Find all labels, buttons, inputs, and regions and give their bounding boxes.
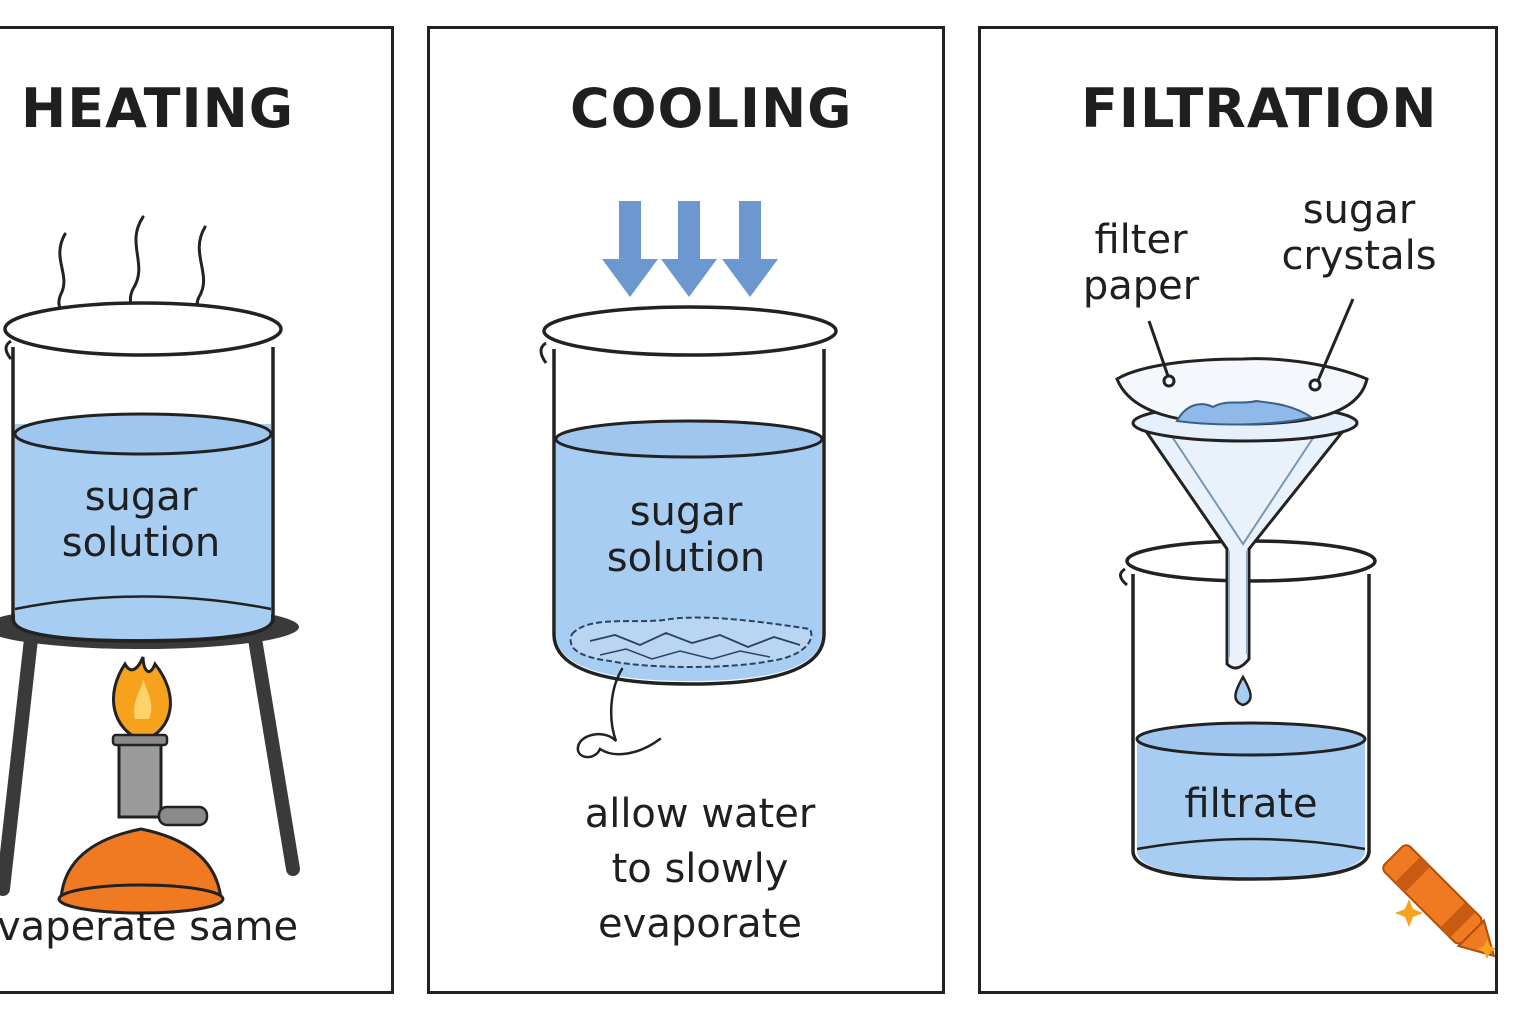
dripping-squiggle — [576, 667, 662, 759]
cooling-caption-line3: evaporate — [598, 900, 802, 947]
cooling-beaker — [539, 305, 838, 686]
sugar-crystals-deposit — [569, 616, 813, 668]
cooling-illustration — [539, 201, 838, 759]
cooling-solution-line1: sugar — [629, 489, 743, 535]
heating-solution-label: sugar solution — [41, 474, 241, 566]
heating-title: HEATING — [21, 77, 295, 140]
cooling-caption-line2: to slowly — [611, 845, 789, 892]
heating-beaker — [3, 301, 283, 643]
filtrate-beaker — [1119, 539, 1377, 881]
sugar-crystals-line1: sugar — [1302, 187, 1416, 233]
filter-paper-label: filter paper — [1071, 217, 1211, 309]
heating-illustration — [0, 215, 300, 915]
filter-funnel — [1115, 357, 1369, 670]
filtration-illustration — [1115, 298, 1377, 881]
filter-paper-line1: filter — [1094, 217, 1188, 263]
filter-paper-line2: paper — [1082, 263, 1200, 309]
filter-sugar-crystals — [1175, 399, 1314, 426]
panel-filtration: FILTRATION filter paper sugar crystals f… — [978, 26, 1498, 994]
heating-solution-line2: solution — [61, 520, 221, 566]
heating-solution-line1: sugar — [84, 474, 198, 520]
filtrate-droplet — [1234, 674, 1252, 707]
cooling-solution-line2: solution — [606, 535, 766, 581]
panel-cooling: COOLING sugar solution allow water to sl… — [427, 26, 945, 994]
panel-heating: HEATING sugar solution vaperate same — [0, 26, 394, 994]
filtrate-label: filtrate — [1184, 781, 1318, 827]
sugar-crystals-label: sugar crystals — [1269, 187, 1449, 279]
label-pointers — [1147, 298, 1355, 392]
down-arrow-icon — [602, 201, 778, 297]
sugar-crystals-line2: crystals — [1281, 233, 1437, 279]
cooling-caption: allow water to slowly evaporate — [550, 787, 850, 951]
cooling-solution-label: sugar solution — [586, 489, 786, 581]
cooling-caption-line1: allow water — [584, 791, 816, 837]
bunsen-burner — [57, 656, 225, 915]
cooling-title: COOLING — [570, 77, 853, 140]
filtration-title: FILTRATION — [1081, 77, 1438, 140]
heating-caption: vaperate same — [0, 904, 299, 950]
